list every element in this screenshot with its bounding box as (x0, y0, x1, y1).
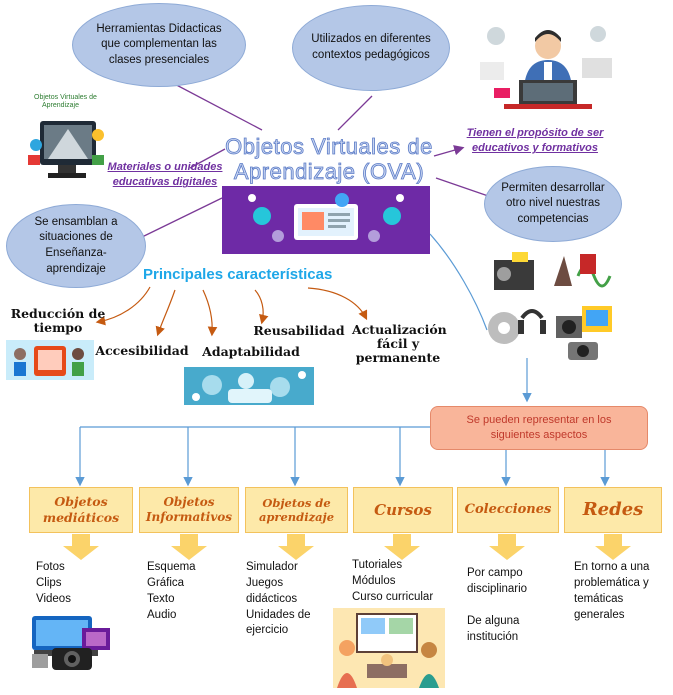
cloud-contexts-text: Utilizados en diferentes contextos pedag… (311, 33, 431, 61)
list-item: institución (467, 630, 519, 643)
down-arrow-3 (278, 534, 314, 560)
represent-box: Se pueden representar en los siguientes … (430, 406, 648, 450)
list-objetos-aprendizaje: Simulador Juegos didácticos Unidades de … (246, 560, 311, 639)
hands-technology-illustration (184, 367, 314, 405)
link-materials[interactable]: Materiales o unidades educativas digital… (107, 161, 223, 189)
classroom-illustration (333, 608, 445, 688)
feature-reduccion: Reducción de tiempo (10, 306, 106, 335)
line-to-materials (189, 148, 226, 169)
category-redes: Redes (564, 487, 662, 533)
represent-text: Se pueden representar en los siguientes … (466, 413, 612, 441)
list-cursos: Tutoriales Módulos Curso curricular (352, 558, 433, 606)
line-to-purpose (433, 145, 465, 157)
down-arrow-4 (384, 534, 420, 560)
down-arrow-1 (63, 534, 99, 560)
arrow-actualizacion (307, 287, 368, 321)
feature-accesibilidad: Accesibilidad (95, 343, 189, 358)
line-to-competencies (435, 177, 495, 199)
category-label-4: Colecciones (464, 501, 552, 517)
list-item: disciplinario (467, 582, 528, 595)
list-item: Módulos (352, 574, 396, 587)
main-title: Objetos Virtuales de Aprendizaje (OVA) (216, 134, 442, 185)
list-objetos-mediaticos: Fotos Clips Videos (36, 560, 71, 608)
feature-actualizacion: Actualización fácil y permanente (352, 322, 447, 365)
ova-logo-caption: Objetos Virtuales de Aprendizaje (34, 94, 97, 111)
ova-logo-caption-line2: Aprendizaje (42, 102, 79, 110)
down-arrow-2 (171, 534, 207, 560)
arrow-reduccion (95, 286, 151, 326)
line-to-representation (429, 233, 488, 331)
category-objetos-informativos: Objetos Informativos (139, 487, 239, 533)
multimedia-icons-illustration (482, 246, 618, 364)
list-item: ejercicio (246, 624, 289, 637)
main-title-line2: Aprendizaje (OVA) (233, 159, 425, 185)
ova-banner-illustration (222, 186, 430, 254)
list-redes: En torno a una problemática y temáticas … (574, 560, 649, 623)
media-kit-illustration (28, 612, 114, 672)
list-item: Gráfica (147, 576, 185, 589)
cloud-tools-text: Herramientas Didacticas que complementan… (96, 22, 222, 66)
line-to-situations (139, 197, 223, 239)
list-item: Juegos (246, 576, 284, 589)
cloud-competencies-text: Permiten desarrollar otro nivel nuestras… (501, 181, 605, 225)
list-item: Por campo (467, 567, 523, 579)
cloud-situations: Se ensamblan a situaciones de Enseñanza-… (6, 204, 146, 288)
list-item: problemática y (574, 576, 649, 589)
list-item: De alguna (467, 614, 520, 627)
cloud-competencies: Permiten desarrollar otro nivel nuestras… (484, 166, 622, 242)
list-item: Clips (36, 576, 62, 589)
cloud-contexts: Utilizados en diferentes contextos pedag… (292, 5, 450, 91)
down-arrow-5 (489, 534, 525, 560)
line-to-tools (166, 79, 263, 131)
arrow-accesibilidad (155, 289, 176, 337)
list-objetos-informativos: Esquema Gráfica Texto Audio (147, 560, 196, 623)
list-item: generales (574, 608, 625, 621)
category-cursos: Cursos (353, 487, 453, 533)
list-item: Fotos (36, 561, 65, 573)
category-label-0: Objetos mediáticos (42, 494, 120, 525)
list-item: Unidades de (246, 608, 311, 621)
list-item: Videos (36, 592, 71, 605)
list-item: Curso curricular (352, 590, 434, 603)
category-objetos-aprendizaje: Objetos de aprendizaje (245, 487, 348, 533)
person-at-computer-illustration (474, 18, 622, 116)
list-item: Texto (147, 592, 175, 605)
category-label-2: Objetos de aprendizaje (258, 495, 335, 524)
category-label-3: Cursos (374, 500, 432, 519)
link-purpose[interactable]: Tienen el propósito de ser educativos y … (466, 127, 604, 155)
feature-reusabilidad: Reusabilidad (253, 323, 345, 338)
arrow-adaptabilidad (202, 289, 218, 337)
ova-logo-caption-line1: Objetos Virtuales de (34, 94, 97, 101)
list-item: Tutoriales (352, 559, 403, 571)
feature-adaptabilidad: Adaptabilidad (202, 344, 300, 359)
cloud-situations-text: Se ensamblan a situaciones de Enseñanza-… (34, 215, 118, 275)
arrow-reusabilidad (254, 289, 269, 325)
list-item: Simulador (246, 561, 298, 573)
list-item: temáticas (574, 592, 624, 605)
line-to-contexts (337, 95, 373, 131)
category-colecciones: Colecciones (457, 487, 559, 533)
list-item (467, 598, 527, 614)
computer-logo-illustration (28, 115, 106, 187)
students-illustration (6, 340, 94, 380)
category-objetos-mediaticos: Objetos mediáticos (29, 487, 133, 533)
characteristics-heading: Principales características (143, 266, 333, 283)
list-item: En torno a una (574, 561, 650, 573)
list-item: didácticos (246, 592, 298, 605)
list-item: Esquema (147, 561, 196, 573)
main-title-line1: Objetos Virtuales de (225, 134, 433, 160)
cloud-tools: Herramientas Didacticas que complementan… (72, 3, 246, 87)
category-label-1: Objetos Informativos (145, 495, 233, 524)
category-label-5: Redes (582, 498, 644, 520)
down-arrow-6 (595, 534, 631, 560)
list-colecciones: Por campo disciplinario De alguna instit… (467, 566, 527, 645)
list-item: Audio (147, 608, 177, 621)
